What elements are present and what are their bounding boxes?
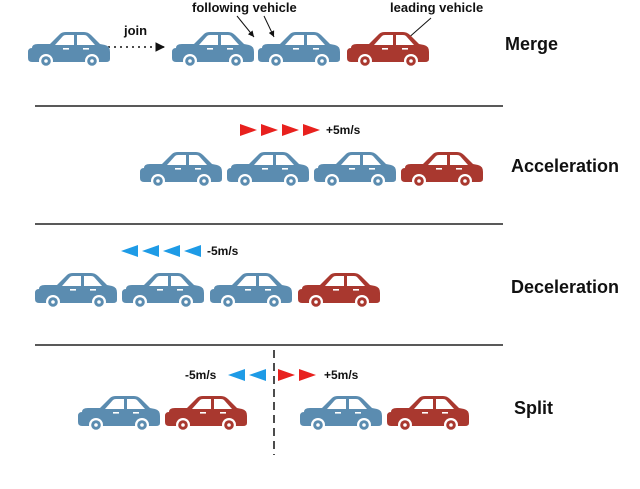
- car-icon: [258, 32, 340, 68]
- arrow-right-icon: [282, 124, 299, 136]
- car-icon: [314, 152, 396, 188]
- car-icon: [227, 152, 309, 188]
- car-icon: [347, 32, 429, 68]
- arrow-left-icon: [228, 369, 245, 381]
- merge-label: Merge: [505, 34, 558, 54]
- arrow-left-icon: [163, 245, 180, 257]
- acceleration-speed: +5m/s: [326, 123, 361, 137]
- join-label: join: [123, 23, 147, 38]
- arrow-left-icon: [184, 245, 201, 257]
- pointer-following-1: [236, 15, 255, 38]
- car-icon: [387, 396, 469, 432]
- car-icon: [401, 152, 483, 188]
- car-icon: [122, 273, 204, 309]
- car-icon: [300, 396, 382, 432]
- arrows-layer: [121, 124, 320, 381]
- arrow-left-icon: [142, 245, 159, 257]
- car-icon: [172, 32, 254, 68]
- car-icon: [210, 273, 292, 309]
- acceleration-label: Acceleration: [511, 156, 619, 176]
- arrow-left-icon: [249, 369, 266, 381]
- car-icon: [78, 396, 160, 432]
- deceleration-label: Deceleration: [511, 277, 619, 297]
- pointer-following-2: [263, 15, 275, 38]
- car-icon: [165, 396, 247, 432]
- leading-vehicle-label: leading vehicle: [390, 0, 483, 15]
- split-left-speed: -5m/s: [185, 368, 217, 382]
- arrow-right-icon: [278, 369, 295, 381]
- deceleration-speed: -5m/s: [207, 244, 239, 258]
- car-icon: [140, 152, 222, 188]
- arrow-right-icon: [303, 124, 320, 136]
- cars-layer: [28, 32, 483, 432]
- arrow-left-icon: [121, 245, 138, 257]
- split-label: Split: [514, 398, 553, 418]
- arrow-right-icon: [240, 124, 257, 136]
- following-vehicle-label: following vehicle: [192, 0, 297, 15]
- arrow-right-icon: [299, 369, 316, 381]
- car-icon: [35, 273, 117, 309]
- car-icon: [28, 32, 110, 68]
- arrow-right-icon: [261, 124, 278, 136]
- car-icon: [298, 273, 380, 309]
- split-right-speed: +5m/s: [324, 368, 359, 382]
